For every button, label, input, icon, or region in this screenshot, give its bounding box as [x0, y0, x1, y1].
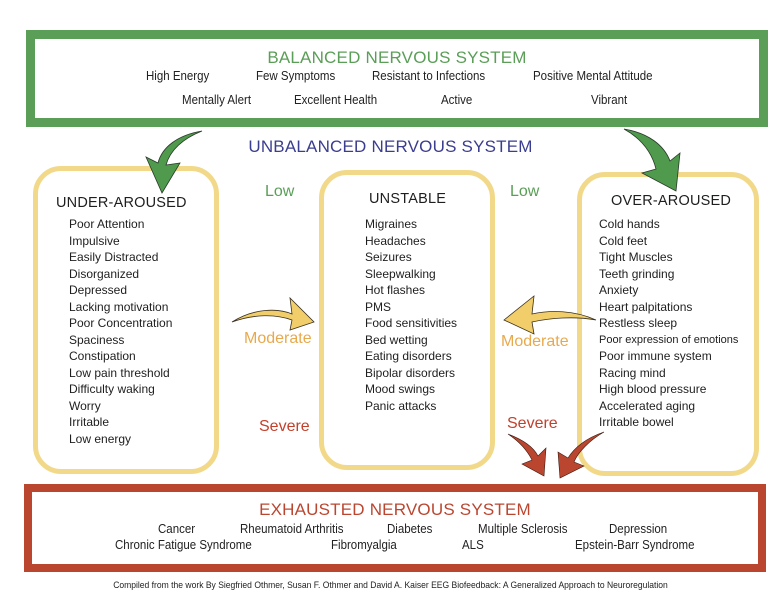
balanced-title: BALANCED NERVOUS SYSTEM — [267, 48, 527, 67]
balanced-trait: Excellent Health — [294, 93, 378, 107]
symptom-item: Bed wetting — [365, 332, 428, 347]
symptom-item: Headaches — [365, 233, 426, 248]
unbalanced-title: UNBALANCED NERVOUS SYSTEM — [248, 137, 533, 156]
symptom-item: Irritable bowel — [599, 415, 674, 429]
symptom-item: Spaciness — [69, 332, 125, 347]
symptom-item: Sleepwalking — [365, 266, 436, 281]
symptom-item: Eating disorders — [365, 349, 452, 363]
yellow-curved-arrow-icon — [503, 295, 597, 335]
symptom-item: Mood swings — [365, 382, 436, 396]
symptom-item: Teeth grinding — [599, 266, 675, 281]
exhausted-condition: Epstein-Barr Syndrome — [575, 538, 695, 552]
over-aroused-title: OVER-AROUSED — [611, 193, 732, 209]
symptom-item: Racing mind — [599, 365, 666, 380]
balanced-trait: Mentally Alert — [182, 93, 252, 107]
exhausted-nervous-system-box: EXHAUSTED NERVOUS SYSTEM Cancer Rheumato… — [24, 484, 766, 572]
symptom-item: Heart palpitations — [599, 299, 693, 314]
level-moderate-right: Moderate — [501, 333, 569, 350]
balanced-trait: High Energy — [146, 69, 210, 83]
symptom-item: PMS — [365, 299, 392, 314]
symptom-item: Poor immune system — [599, 349, 712, 363]
exhausted-condition: Chronic Fatigue Syndrome — [115, 538, 252, 552]
symptom-item: Cold feet — [599, 233, 648, 248]
symptom-item: Poor expression of emotions — [599, 333, 739, 346]
symptom-item: Cold hands — [599, 217, 660, 231]
balanced-trait: Active — [441, 93, 473, 107]
exhausted-title: EXHAUSTED NERVOUS SYSTEM — [259, 500, 531, 519]
exhausted-condition: Diabetes — [387, 522, 433, 536]
symptom-item: Lacking motivation — [69, 299, 169, 314]
green-curved-arrow-icon — [623, 128, 681, 192]
symptom-item: Disorganized — [69, 266, 140, 281]
symptom-item: High blood pressure — [599, 382, 707, 396]
symptom-item: Tight Muscles — [599, 250, 673, 264]
red-curved-arrow-icon — [557, 431, 605, 479]
symptom-item: Poor Concentration — [69, 316, 173, 330]
symptom-item: Easily Distracted — [69, 250, 159, 264]
symptom-item: Constipation — [69, 349, 136, 363]
source-citation: Compiled from the work By Siegfried Othm… — [113, 580, 668, 591]
level-severe-right: Severe — [507, 415, 558, 432]
symptom-item: Food sensitivities — [365, 316, 458, 330]
symptom-item: Restless sleep — [599, 316, 678, 330]
symptom-item: Depressed — [69, 283, 128, 297]
symptom-item: Bipolar disorders — [365, 365, 456, 380]
symptom-item: Panic attacks — [365, 398, 437, 413]
symptom-item: Low pain threshold — [69, 365, 170, 380]
exhausted-condition: ALS — [462, 538, 484, 552]
symptom-item: Difficulty waking — [69, 382, 155, 396]
balanced-trait: Resistant to Infections — [372, 69, 486, 83]
symptom-item: Poor Attention — [69, 217, 145, 231]
under-aroused-title: UNDER-AROUSED — [56, 195, 187, 211]
symptom-item: Anxiety — [599, 283, 639, 297]
balanced-trait: Vibrant — [591, 93, 628, 107]
level-severe-left: Severe — [259, 418, 310, 435]
symptom-item: Impulsive — [69, 233, 120, 248]
exhausted-condition: Depression — [609, 522, 668, 536]
exhausted-condition: Rheumatoid Arthritis — [240, 522, 344, 536]
balanced-trait: Few Symptoms — [256, 69, 336, 83]
red-curved-arrow-icon — [507, 431, 605, 479]
symptom-item: Seizures — [365, 250, 412, 264]
exhausted-condition: Fibromyalgia — [331, 538, 397, 552]
level-low-left: Low — [265, 183, 295, 200]
symptom-item: Accelerated aging — [599, 398, 696, 413]
exhausted-condition: Multiple Sclerosis — [478, 522, 568, 536]
exhausted-condition: Cancer — [158, 522, 196, 536]
symptom-item: Irritable — [69, 415, 110, 429]
symptom-item: Migraines — [365, 217, 418, 231]
level-low-right: Low — [510, 183, 540, 200]
balanced-trait: Positive Mental Attitude — [533, 69, 653, 83]
balanced-nervous-system-box: BALANCED NERVOUS SYSTEM High Energy Few … — [26, 30, 768, 127]
symptom-item: Hot flashes — [365, 283, 426, 297]
symptom-item: Worry — [69, 398, 101, 413]
level-moderate-left: Moderate — [244, 330, 312, 347]
symptom-item: Low energy — [69, 431, 132, 446]
unstable-title: UNSTABLE — [369, 191, 447, 207]
green-curved-arrow-icon — [145, 130, 203, 194]
yellow-curved-arrow-icon — [231, 296, 315, 331]
